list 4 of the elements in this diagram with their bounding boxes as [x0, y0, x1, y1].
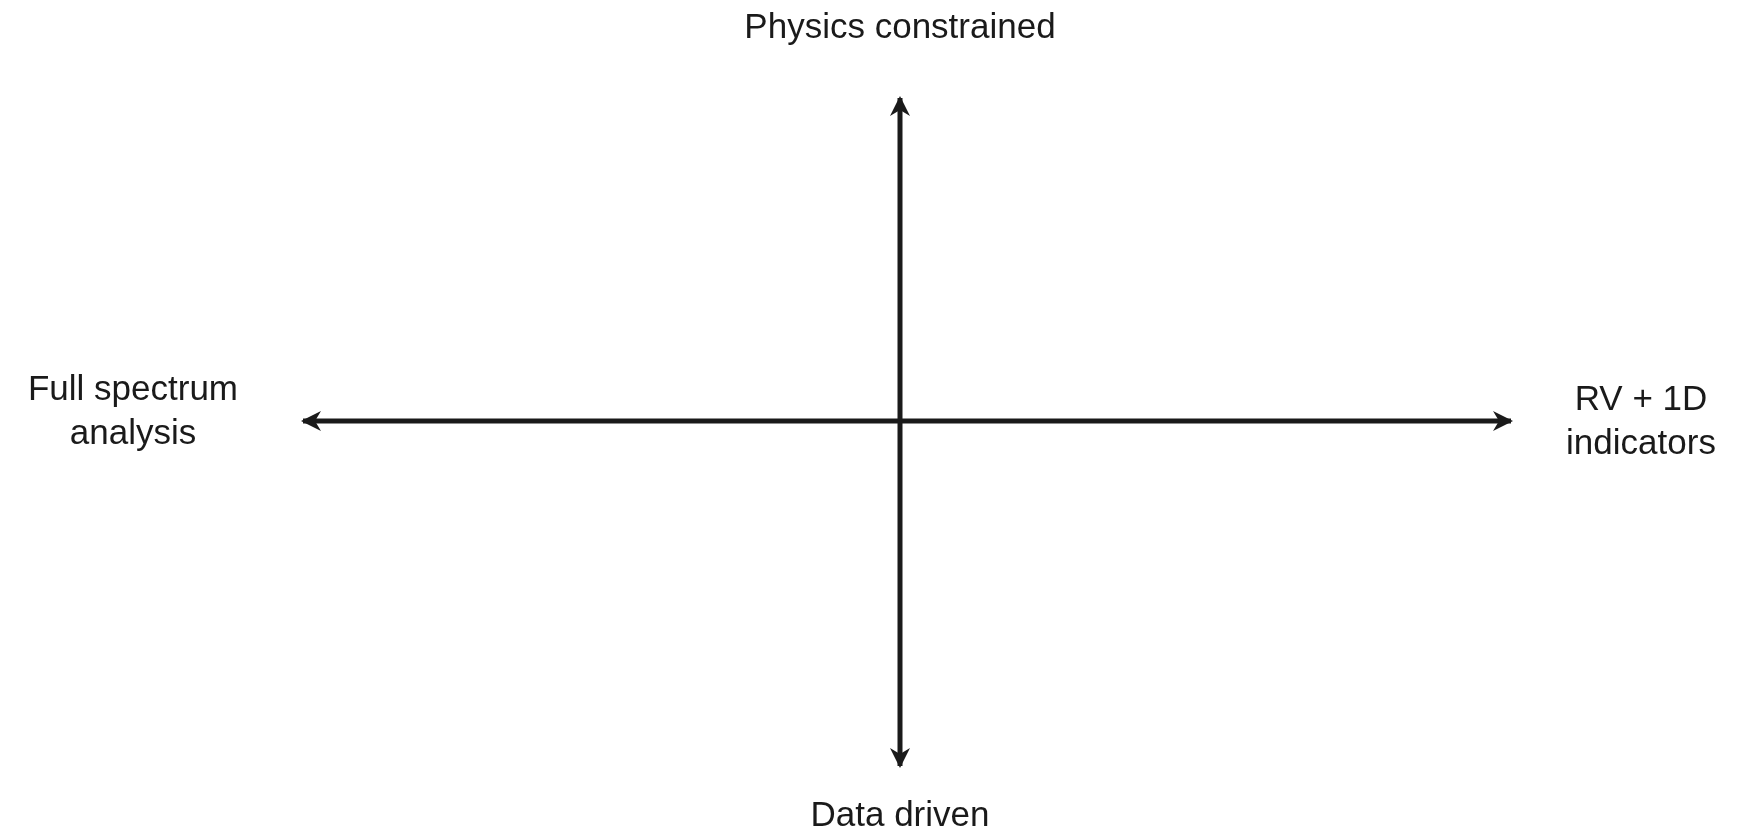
axis-label: RV + 1D indicators	[1566, 378, 1716, 461]
axis-label: Physics constrained	[744, 6, 1056, 45]
axis-label: Data driven	[810, 794, 990, 833]
axis-label: Full spectrum analysis	[27, 368, 239, 451]
